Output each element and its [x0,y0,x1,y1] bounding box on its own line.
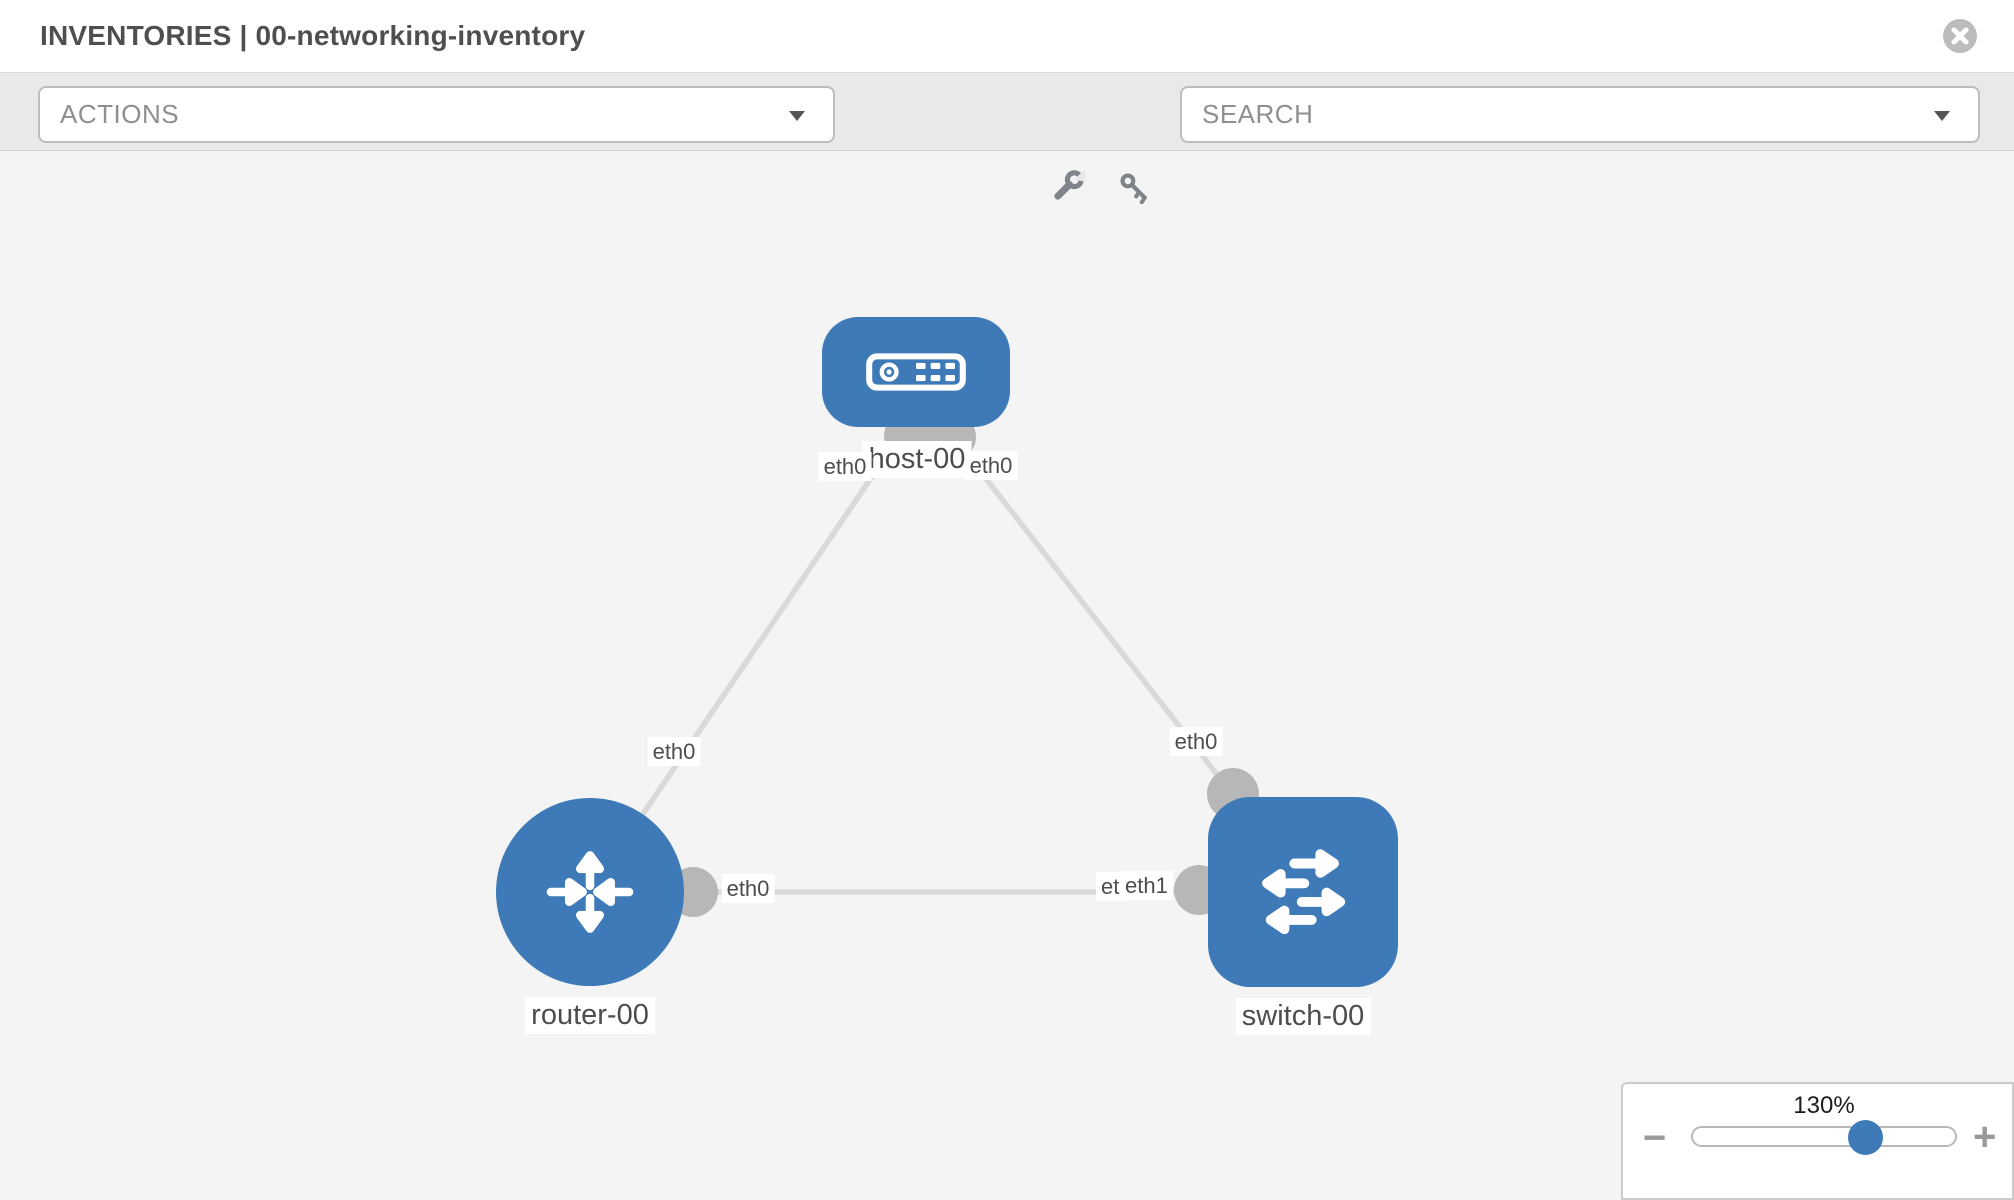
search-dropdown-label: SEARCH [1202,99,1314,129]
zoom-out-button[interactable]: − [1643,1116,1667,1160]
node-label-switch: switch-00 [1235,998,1371,1036]
node-label-router: router-00 [525,997,655,1035]
actions-dropdown-label: ACTIONS [60,99,180,129]
port-label-switch-top-eth0: eth0 [1169,727,1223,757]
search-dropdown[interactable]: SEARCH [1180,86,1980,143]
host-icon [866,353,966,391]
node-switch-00[interactable] [1208,797,1398,987]
key-icon[interactable] [1118,171,1151,209]
zoom-panel: 130% − + [1621,1082,2014,1200]
port-label-switch-eth1: eth1 [1120,871,1173,901]
node-host-00[interactable] [822,317,1010,427]
zoom-slider-thumb[interactable] [1848,1120,1883,1155]
port-label-host-eth0-left: eth0 [818,452,872,482]
close-button[interactable] [1943,19,1977,53]
toolbar: ACTIONS SEARCH [0,73,2014,205]
chevron-down-icon [789,111,805,121]
zoom-level: 130% [1793,1092,1855,1119]
topology-canvas[interactable] [0,151,2014,1200]
node-router-00[interactable] [496,798,684,986]
router-icon [546,851,634,933]
node-label-host: host-00 [862,441,972,479]
wrench-icon[interactable] [1050,168,1086,209]
switch-icon [1262,849,1346,935]
zoom-slider-track[interactable] [1691,1126,1957,1147]
page-title: INVENTORIES | 00-networking-inventory [40,20,586,51]
zoom-in-button[interactable]: + [1973,1115,1997,1159]
port-label-host-eth0-right: eth0 [964,451,1018,481]
chevron-down-icon [1934,111,1950,121]
port-label-router-eth0: eth0 [721,874,775,904]
port-label-router-link-eth0: eth0 [647,737,701,767]
actions-dropdown[interactable]: ACTIONS [38,86,835,143]
header: INVENTORIES | 00-networking-inventory [0,0,2014,73]
close-icon [1943,19,1977,53]
